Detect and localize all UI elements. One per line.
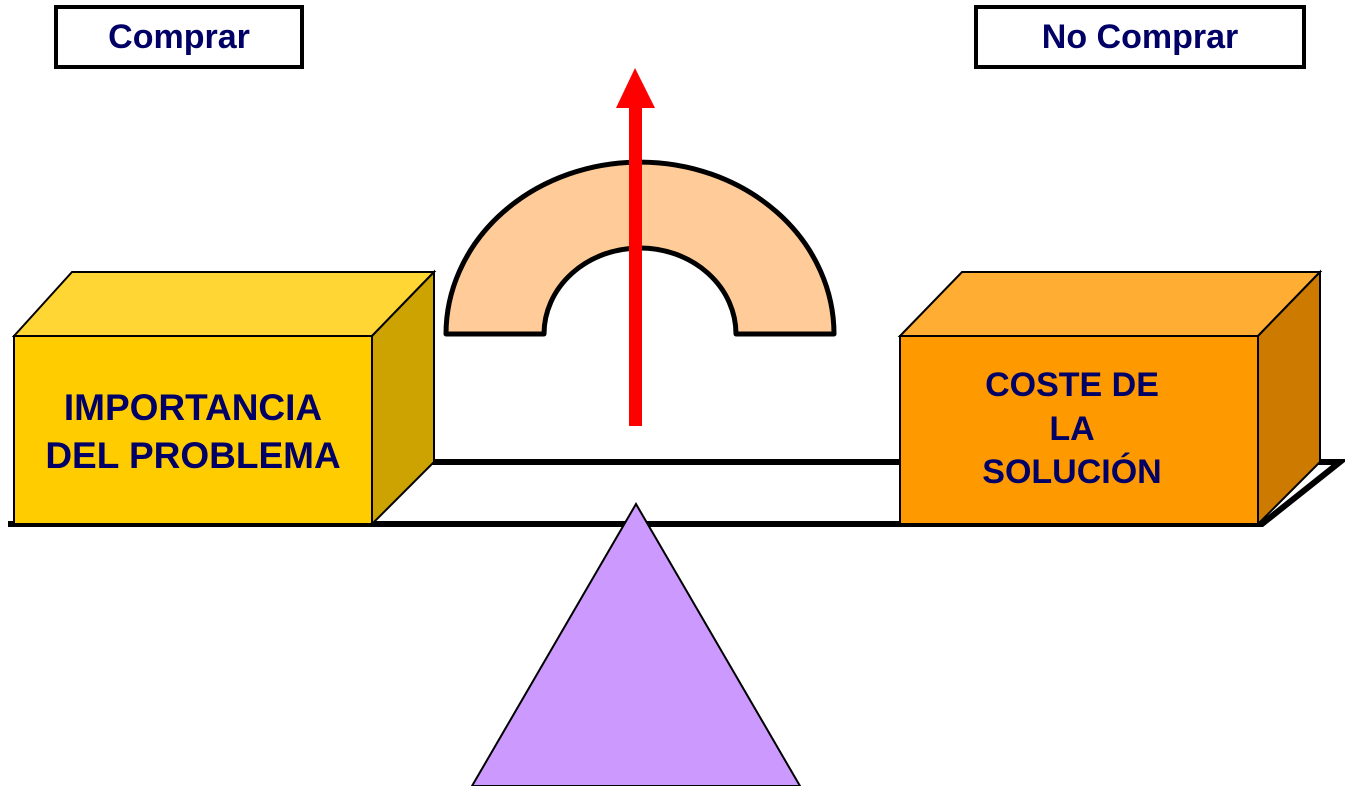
right-block (897, 269, 1323, 527)
right-block-top (897, 271, 1323, 337)
left-block-line-1: IMPORTANCIA (63, 387, 323, 428)
left-block-line-2: DEL PROBLEMA (45, 435, 341, 477)
fulcrum-triangle (470, 502, 802, 786)
left-block-top (11, 271, 437, 337)
comprar-label-text: Comprar (108, 17, 250, 56)
right-block-line-3: SOLUCIÓN (982, 453, 1162, 492)
right-block-line-2: LA (1049, 409, 1095, 448)
no-comprar-label-text: No Comprar (1041, 17, 1239, 56)
semicircle-gauge-icon (443, 159, 837, 337)
left-block-text: IMPORTANCIA DEL PROBLEMA (14, 384, 372, 480)
right-block-text: COSTE DE LA SOLUCIÓN (900, 364, 1244, 495)
right-block-line-1: COSTE DE (985, 366, 1159, 404)
left-block (11, 269, 437, 527)
left-block-front (13, 335, 373, 525)
comprar-label: Comprar (54, 5, 304, 69)
arrow-up-icon (616, 68, 655, 426)
right-block-front (899, 335, 1259, 525)
no-comprar-label: No Comprar (974, 5, 1306, 69)
